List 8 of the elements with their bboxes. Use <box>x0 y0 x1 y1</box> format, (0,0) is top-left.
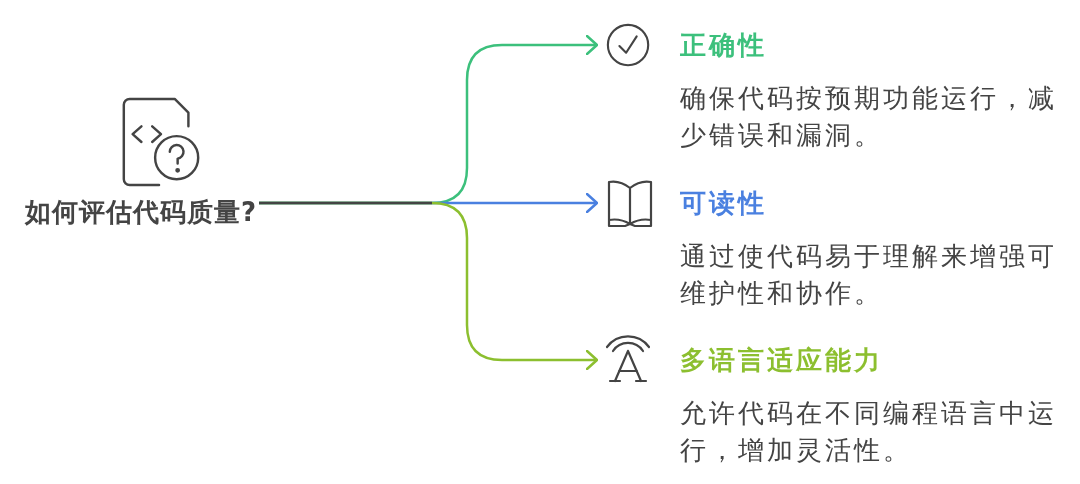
branch-description: 通过使代码易于理解来增强可维护性和协作。 <box>680 240 1058 310</box>
branch-description: 确保代码按预期功能运行，减少错误和漏洞。 <box>680 82 1058 152</box>
trunk-line <box>259 201 432 205</box>
topic-title: 如何评估代码质量? <box>25 196 258 229</box>
branch-heading: 正确性 <box>680 29 767 62</box>
branch-description: 允许代码在不同编程语言中运行，增加灵活性。 <box>680 397 1058 467</box>
branch-heading: 多语言适应能力 <box>680 344 883 377</box>
branch-heading: 可读性 <box>680 187 767 220</box>
